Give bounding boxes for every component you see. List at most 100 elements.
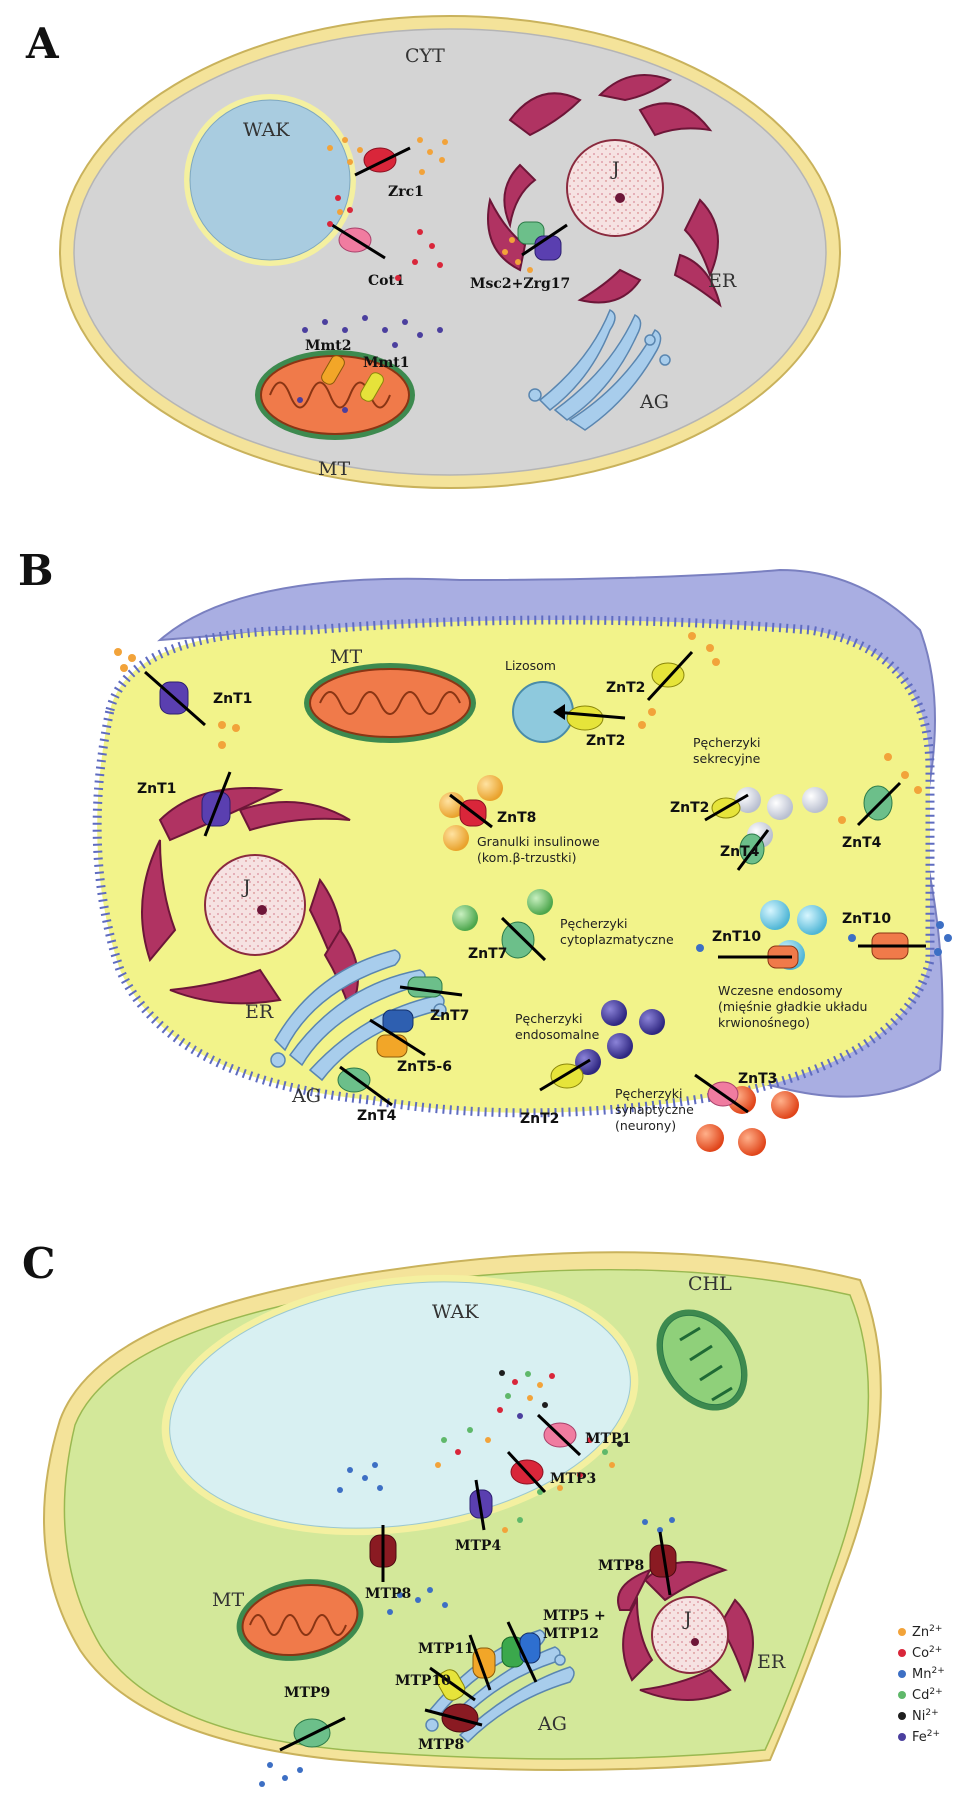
znt2-membrane-arrow — [646, 650, 694, 702]
label-mtp8-er: MTP8 — [598, 1558, 644, 1574]
animal-cell — [92, 615, 935, 1118]
zrg17-transporter — [534, 235, 562, 261]
mtp5-12-arrow — [506, 1621, 538, 1683]
label-znt1-er: ZnT1 — [137, 781, 176, 797]
label-cyto-2: cytoplazmatyczne — [560, 932, 674, 947]
znt4-membrane-arrow — [856, 781, 902, 827]
insulin-granule — [477, 775, 503, 801]
label-znt4-ag: ZnT4 — [357, 1108, 397, 1124]
mtp8-ag-arrow — [424, 1708, 483, 1727]
label-mtp8-vac: MTP8 — [365, 1586, 411, 1602]
mtp11-arrow — [468, 1634, 492, 1691]
znt2-secretory-arrow — [704, 793, 749, 822]
label-secretory-2: sekrecyjne — [693, 751, 761, 766]
legend-swatch-ni — [898, 1712, 906, 1720]
label-early-1: Wczesne endosomy — [718, 983, 843, 998]
label-insulin-2: (kom.β-trzustki) — [477, 850, 576, 865]
legend-swatch-co — [898, 1649, 906, 1657]
znt7-vesicle-transporter — [501, 921, 535, 959]
label-mtp3: MTP3 — [550, 1471, 596, 1487]
label-znt2-endosomal: ZnT2 — [520, 1111, 559, 1127]
label-cyt: CYT — [405, 45, 445, 67]
secretory-vesicle — [802, 787, 828, 813]
nucleolus-b — [257, 905, 267, 915]
legend-label-zn: Zn2+ — [912, 1624, 942, 1640]
znt3-arrow — [694, 1073, 749, 1114]
legend-label-fe: Fe2+ — [912, 1729, 940, 1745]
mtp8-er-arrow — [658, 1531, 672, 1596]
znt4-ag-transporter — [337, 1067, 371, 1093]
label-mtp9: MTP9 — [284, 1685, 330, 1701]
znt4-secretory-arrow — [736, 829, 770, 871]
zn-ions-er-a — [502, 237, 533, 273]
fe-ions-a — [297, 315, 443, 413]
znt5-transporter — [382, 1009, 414, 1033]
label-endo-1: Pęcherzyki — [515, 1011, 583, 1026]
legend-label-ni: Ni2+ — [912, 1708, 939, 1724]
label-mmt2: Mmt2 — [305, 338, 352, 354]
thylakoids — [679, 1326, 733, 1402]
mtp1-arrow — [536, 1413, 582, 1457]
label-msc2-zrg17: Msc2+Zrg17 — [470, 276, 570, 292]
panel-b-letter: B — [18, 546, 54, 595]
nucleolus-c — [691, 1638, 699, 1646]
mtp3-arrow — [506, 1450, 547, 1494]
insulin-granule — [439, 792, 465, 818]
cytoplasmic-vesicle — [452, 905, 478, 931]
znt2-lysosome-transporter — [566, 705, 604, 731]
panel-a: A CYT WAK Zrc1 Cot1 — [25, 15, 841, 489]
label-mtp4: MTP4 — [455, 1538, 501, 1554]
label-er-b: ER — [245, 1001, 274, 1023]
label-znt8: ZnT8 — [497, 810, 536, 826]
cytoplasmic-vesicle — [527, 889, 553, 915]
nucleus-texture-a — [569, 142, 661, 234]
mtp9-arrow — [279, 1716, 346, 1752]
panel-b: B MT ZnT1 J ER ZnT1 Lizo — [18, 546, 952, 1156]
zn-ions-a — [327, 137, 448, 215]
label-mt-c: MT — [212, 1589, 244, 1611]
znt7-ag-transporter — [407, 976, 443, 998]
znt5-6-arrow — [369, 1018, 426, 1057]
label-znt5-6: ZnT5-6 — [397, 1059, 452, 1075]
synaptic-vesicle — [696, 1124, 724, 1152]
label-syn-2: synaptyczne — [615, 1102, 694, 1117]
label-nucleus-a: J — [610, 158, 620, 180]
mmt1-transporter — [360, 372, 384, 402]
vacuole — [189, 99, 351, 261]
co-ions-a — [327, 195, 443, 281]
label-endo-2: endosomalne — [515, 1027, 600, 1042]
msc2-arrow — [521, 223, 568, 257]
synaptic-vesicle — [738, 1128, 766, 1156]
label-ag-a: AG — [639, 391, 669, 413]
cot1-arrow — [331, 223, 386, 260]
label-early-3: krwionośnego) — [718, 1015, 810, 1030]
nucleolus-a — [615, 193, 625, 203]
label-lysosome: Lizosom — [505, 658, 556, 673]
mtp4-arrow — [474, 1479, 486, 1531]
cristae-b — [319, 691, 461, 715]
label-znt7-ag: ZnT7 — [430, 1008, 469, 1024]
label-mtp10: MTP10 — [395, 1673, 451, 1689]
cristae-c — [249, 1614, 347, 1636]
ion-legend: Zn2+Co2+Mn2+Cd2+Ni2+Fe2+ — [898, 1624, 945, 1745]
nucleus-texture-c — [654, 1599, 726, 1671]
legend-label-mn: Mn2+ — [912, 1666, 945, 1682]
label-mt-b: MT — [330, 646, 362, 668]
golgi-a — [528, 308, 671, 431]
label-insulin-1: Granulki insulinowe — [477, 834, 600, 849]
znt7-ag-arrow — [399, 985, 463, 997]
label-mtp5-12-1: MTP5 + — [543, 1608, 606, 1624]
secretory-vesicle — [735, 787, 761, 813]
label-secretory-1: Pęcherzyki — [693, 735, 761, 750]
mixed-ions-c — [435, 1370, 623, 1533]
znt4-ag-arrow — [339, 1065, 393, 1107]
znt7-vesicle-arrow — [500, 916, 547, 962]
label-znt7-vesicle: ZnT7 — [468, 946, 507, 962]
panel-a-letter: A — [25, 19, 60, 68]
endosomal-vesicle — [607, 1033, 633, 1059]
er-a — [487, 74, 722, 308]
mitochondrion-c — [241, 1584, 359, 1656]
legend-swatch-zn — [898, 1628, 906, 1636]
label-znt3: ZnT3 — [738, 1071, 777, 1087]
